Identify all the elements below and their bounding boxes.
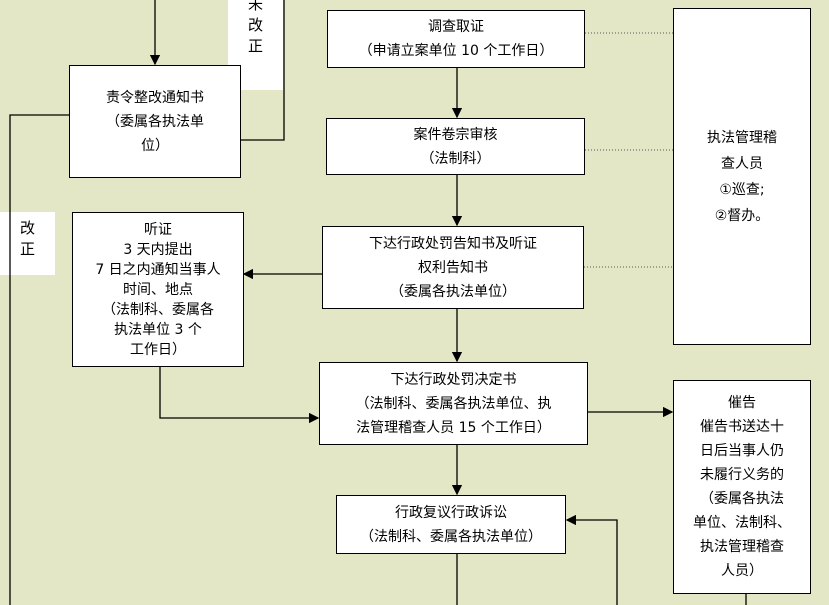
- box-line: （法制科、委属各执法单位）: [360, 528, 542, 545]
- box-line: （申请立案单位 10 个工作日）: [358, 43, 554, 59]
- box-line: 未履行义务的: [700, 467, 784, 483]
- box-line: 查人员: [721, 155, 763, 172]
- box-line: 调查取证: [428, 19, 484, 35]
- label-corrected: 改正: [0, 212, 55, 275]
- box-line: （委属各执法单: [106, 113, 204, 130]
- box-hearing: 听证 3 天内提出 7 日之内通知当事人时间、地点 （法制科、委属各执法单位 3 个工…: [72, 212, 244, 367]
- box-line: 工作日）: [130, 341, 186, 358]
- box-line: 催告: [728, 395, 756, 411]
- box-line: 单位、法制科、: [693, 515, 791, 531]
- box-line: 下达行政处罚告知书及听证: [369, 235, 537, 252]
- box-line: 听证: [144, 221, 172, 238]
- label-char: 正: [247, 37, 263, 55]
- box-line: 责令整改通知书: [106, 89, 204, 106]
- box-line: 案件卷宗审核: [413, 126, 498, 143]
- box-urge: 催告催告书送达十日后当事人仍未履行义务的 （委属各执法单位、法制科、执法管理稽查人…: [673, 380, 811, 594]
- box-notice: 下达行政处罚告知书及听证权利告知书 （委属各执法单位）: [322, 226, 584, 309]
- label-char: 正: [19, 240, 35, 258]
- box-review: 案件卷宗审核 （法制科）: [326, 118, 585, 175]
- box-line: 催告书送达十: [700, 419, 784, 435]
- box-line: （委属各执法单位）: [390, 283, 516, 300]
- box-investigate: 调查取证 （申请立案单位 10 个工作日）: [327, 10, 585, 68]
- box-line: 人员）: [721, 563, 763, 579]
- box-line: 下达行政处罚决定书: [390, 371, 517, 388]
- box-line: 时间、地点: [123, 281, 193, 298]
- box-line: 位）: [141, 137, 169, 154]
- label-char: 未: [247, 0, 263, 13]
- box-line: 权利告知书: [418, 259, 488, 276]
- box-line: （委属各执法: [700, 491, 784, 507]
- box-line: （法制科）: [420, 150, 491, 167]
- box-line: 日后当事人仍: [700, 443, 784, 459]
- box-line: 执法单位 3 个: [114, 321, 202, 338]
- box-inspector: 执法管理稽查人员 ①巡查; ②督办。: [673, 8, 811, 345]
- box-line: （法制科、委属各: [102, 301, 214, 318]
- box-line: ②督办。: [714, 207, 770, 224]
- box-line: ①巡查;: [719, 181, 765, 198]
- box-line: 执法管理稽查: [700, 539, 784, 555]
- box-line: 行政复议行政诉讼: [395, 504, 507, 521]
- box-appeal: 行政复议行政诉讼 （法制科、委属各执法单位）: [336, 495, 566, 554]
- box-decision: 下达行政处罚决定书 （法制科、委属各执法单位、执法管理稽查人员 15 个工作日）: [319, 362, 588, 445]
- label-char: 改: [19, 219, 35, 237]
- label-char: 改: [247, 16, 263, 34]
- box-line: 法管理稽查人员 15 个工作日）: [356, 419, 551, 436]
- box-line: 3 天内提出: [123, 241, 193, 258]
- box-line: （法制科、委属各执法单位、执: [355, 395, 552, 412]
- box-line: 7 日之内通知当事人: [95, 261, 221, 278]
- box-rectify: 责令整改通知书 （委属各执法单位）: [69, 65, 241, 178]
- box-line: 执法管理稽: [707, 129, 777, 146]
